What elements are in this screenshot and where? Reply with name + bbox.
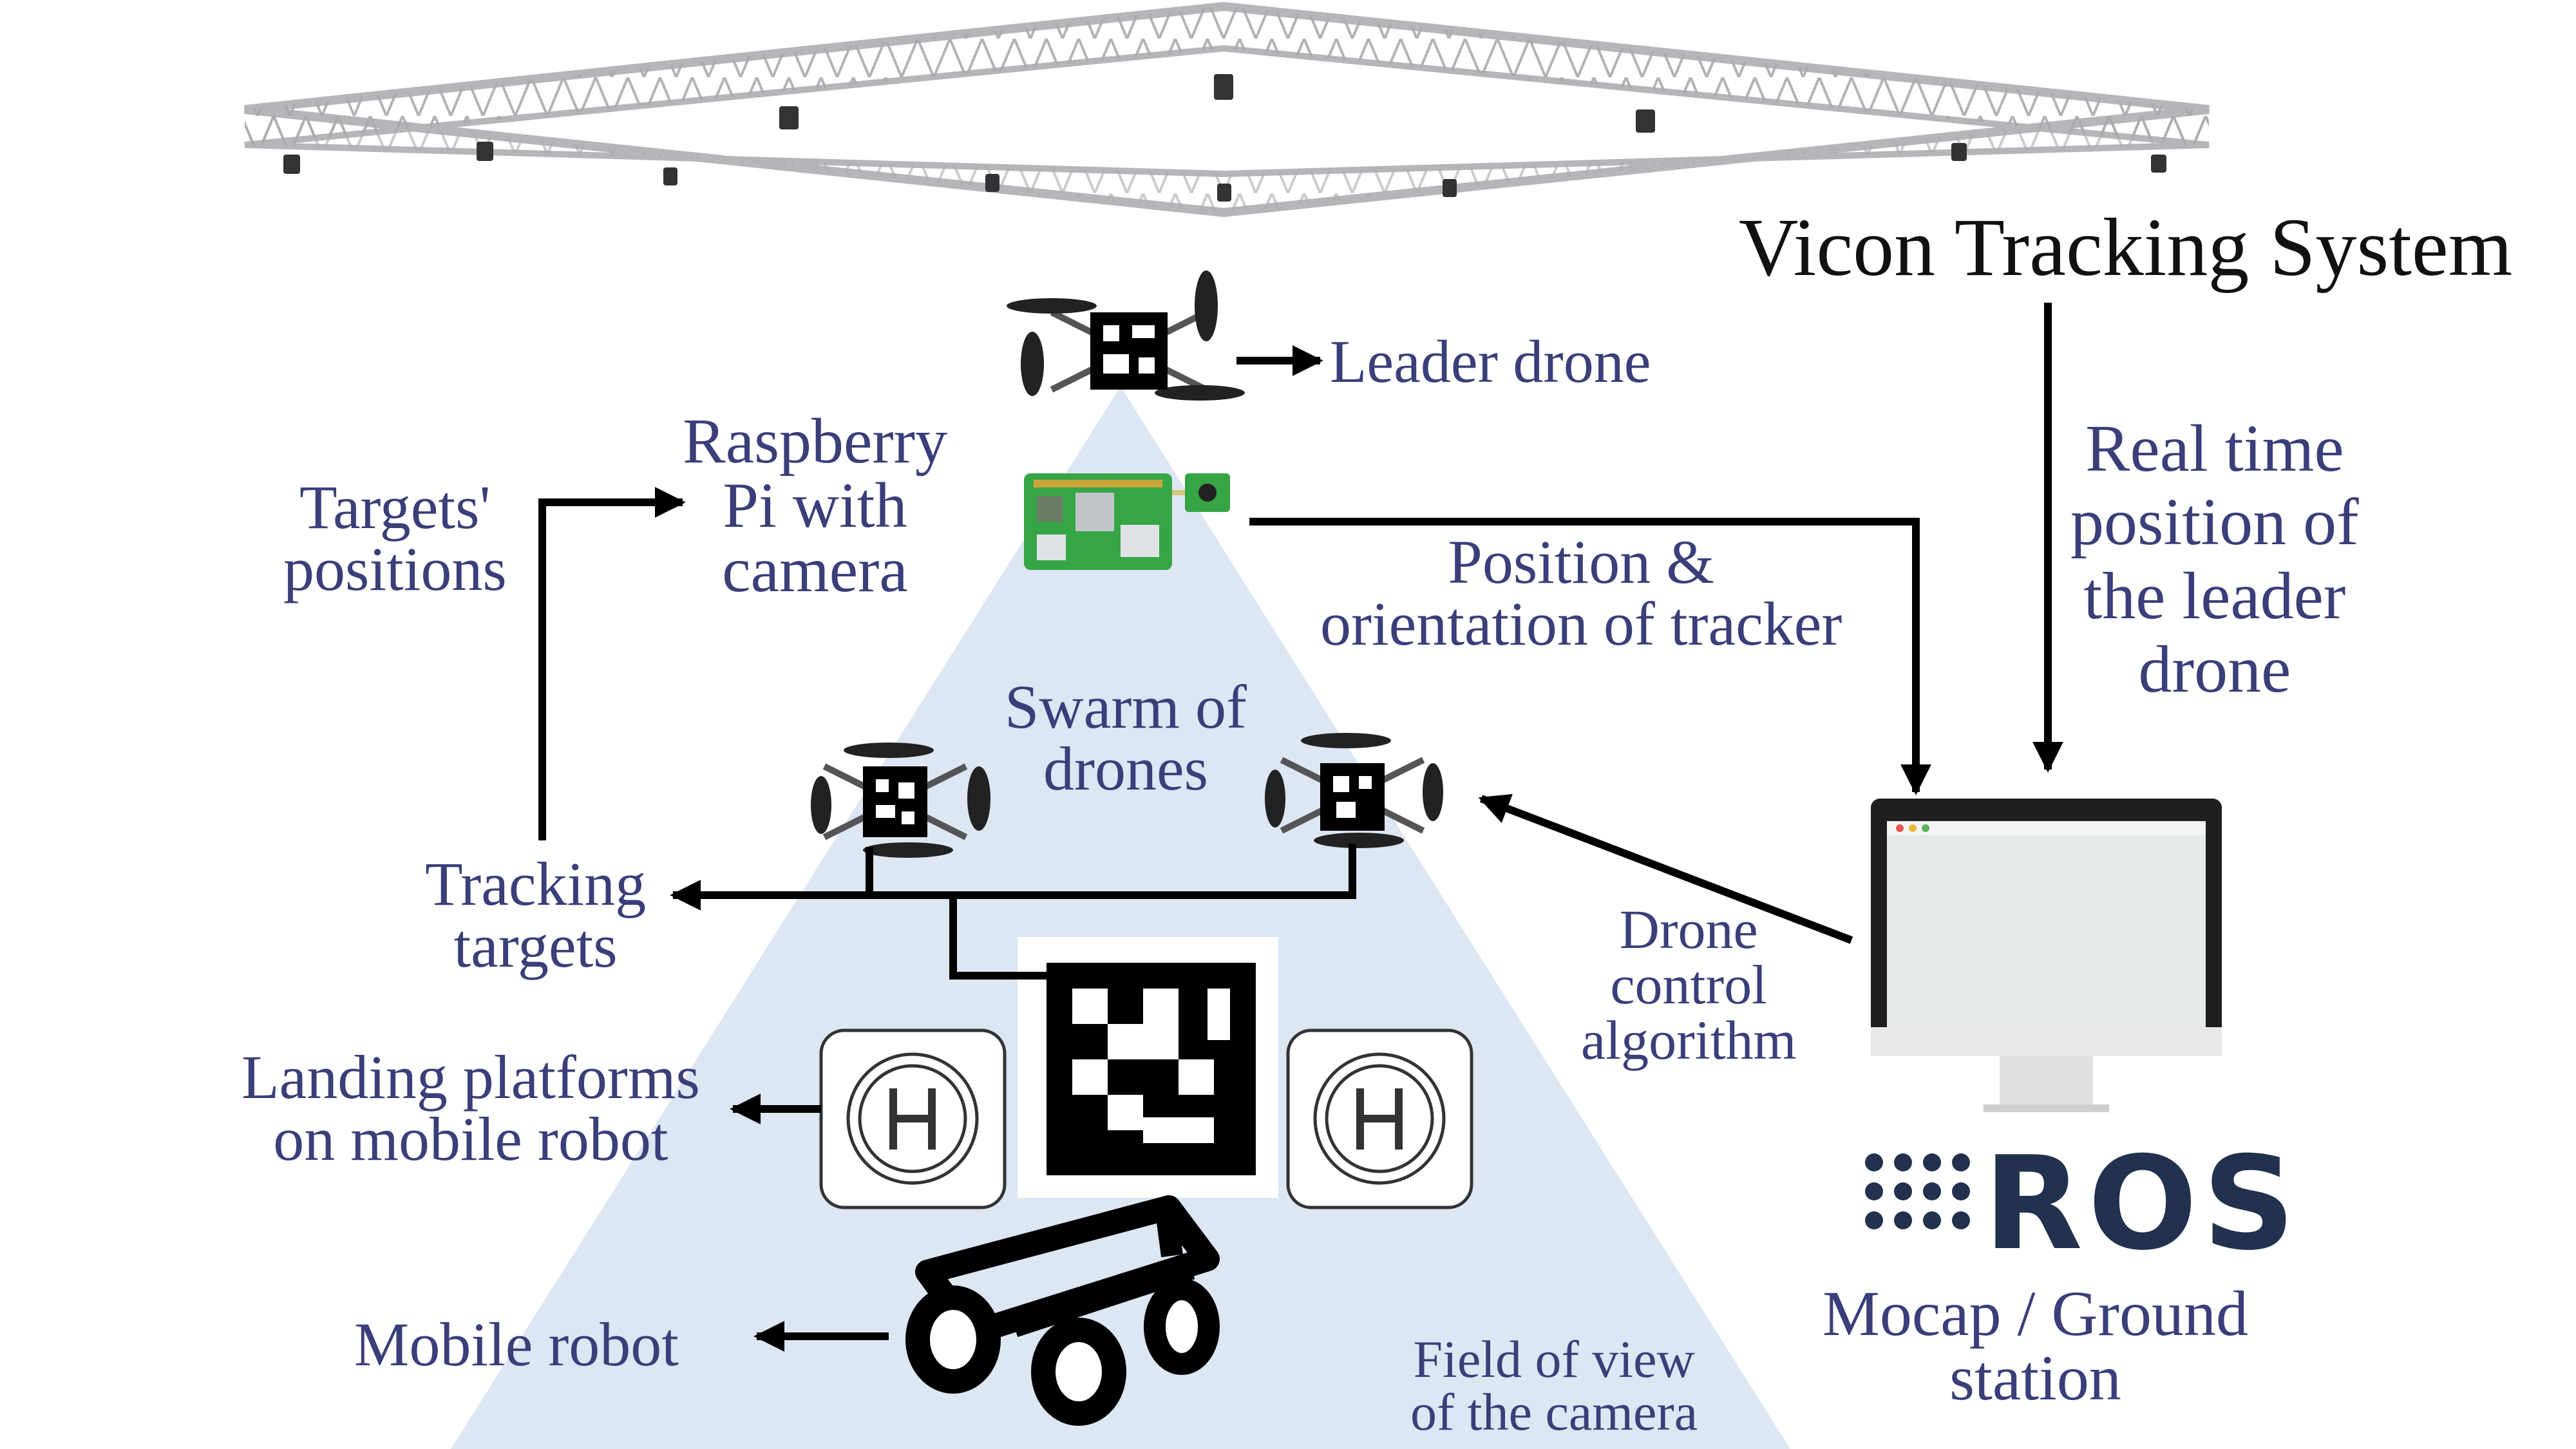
targets-positions-label: Targets' positions <box>283 473 507 603</box>
tracking-connector <box>866 844 1356 899</box>
helipad-left-icon <box>819 1028 1007 1209</box>
connectors <box>538 303 2063 1352</box>
real-time-position-label: Real time position of the leader drone <box>2070 412 2359 707</box>
mobile-robot-label: Mobile robot <box>354 1310 679 1379</box>
swarm-drone-right-icon <box>1265 733 1443 848</box>
aruco-marker-icon <box>1018 937 1278 1198</box>
field-of-view-label: Field of view of the camera <box>1410 1330 1698 1441</box>
vicon-title: Vicon Tracking System <box>1739 202 2513 293</box>
tracking-marker-link <box>949 895 1046 980</box>
leader-drone-icon <box>1007 270 1245 401</box>
ros-logo-icon <box>1865 1153 1970 1229</box>
monitor-icon <box>1871 799 2222 1112</box>
arrow-drone-control <box>1478 794 1853 944</box>
camera-truss-icon <box>244 1 2210 218</box>
ros-logo: ROS <box>1861 1140 2295 1269</box>
helipad-right-icon <box>1286 1028 1473 1209</box>
raspberry-pi-label: Raspberry Pi with camera <box>683 405 947 605</box>
mocap-ground-station-label: Mocap / Ground station <box>1823 1278 2248 1414</box>
swarm-drone-left-icon <box>811 743 990 858</box>
arrow-targets-positions <box>538 487 686 840</box>
landing-platforms-label: Landing platforms on mobile robot <box>242 1043 700 1173</box>
position-orientation-label: Position & orientation of tracker <box>1320 527 1842 658</box>
tracking-targets-label: Tracking targets <box>425 849 647 980</box>
arrow-pi-to-station <box>1249 518 1931 795</box>
ros-logo-text: ROS <box>1984 1129 2301 1279</box>
raspberry-pi-icon <box>1024 473 1230 570</box>
mobile-robot-icon <box>905 1195 1220 1426</box>
leader-drone-label: Leader drone <box>1330 328 1651 395</box>
swarm-label: Swarm of drones <box>1005 672 1247 803</box>
drone-control-label: Drone control algorithm <box>1581 898 1797 1071</box>
